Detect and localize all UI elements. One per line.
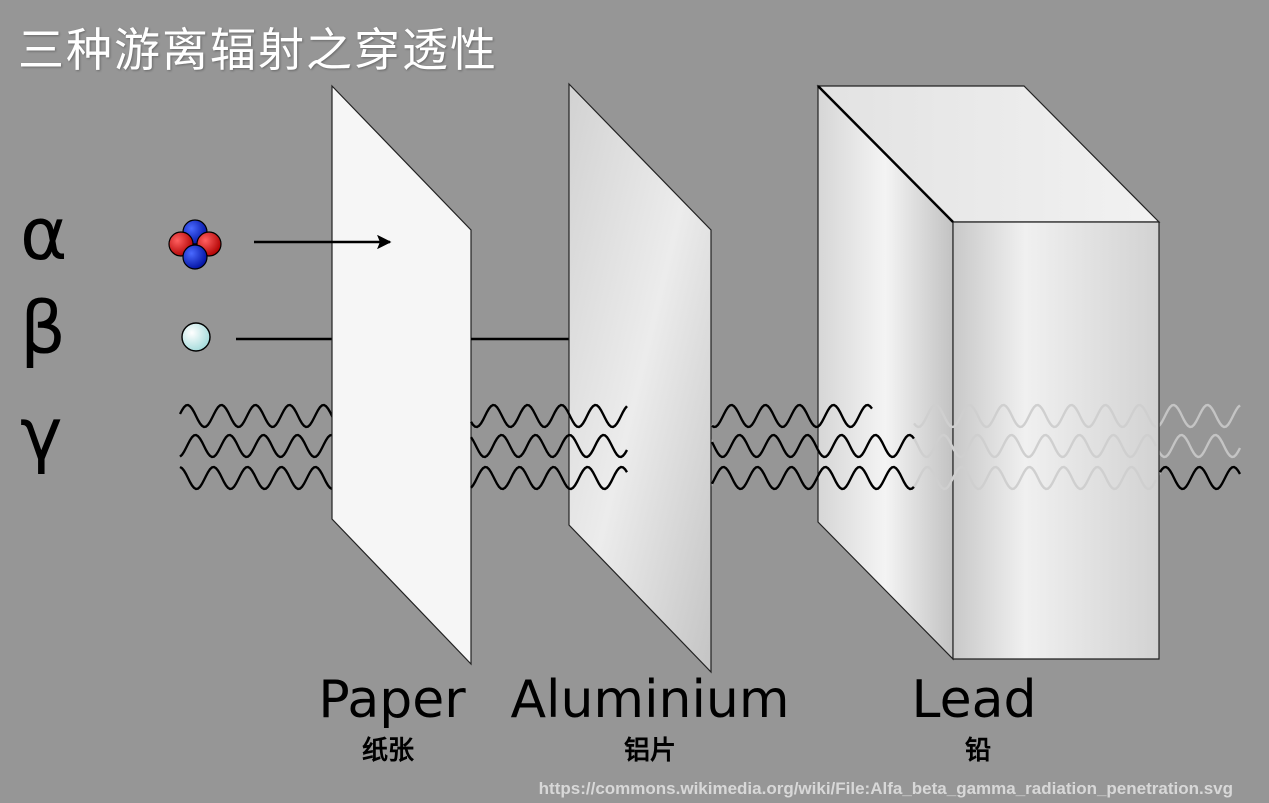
alpha-label: α: [20, 192, 68, 276]
gamma-wave-segment: [470, 465, 628, 491]
beta-particle-icon: [181, 322, 211, 352]
gamma-wave-segment: [470, 433, 629, 459]
aluminium-label-zh: 铝片: [623, 736, 677, 766]
aluminium-label: Aluminium: [510, 670, 790, 730]
alpha-particle-icon: [168, 219, 222, 270]
gamma-wave-segment: [470, 403, 628, 429]
gamma-label: γ: [20, 392, 63, 476]
beta-label: β: [20, 286, 66, 370]
gamma-waves-front-faint: [912, 403, 1158, 491]
gamma-wave-segment: [710, 465, 915, 491]
paper-sheet: [331, 84, 472, 666]
lead-label: Lead: [911, 670, 1037, 730]
aluminium-sheet: [568, 82, 712, 674]
gamma-wave-segment: [912, 433, 1158, 459]
gamma-waves-front: [470, 403, 1242, 491]
paper-label: Paper: [318, 670, 466, 730]
gamma-wave-segment: [710, 433, 915, 459]
gamma-wave-segment: [711, 403, 873, 429]
diagram-title: 三种游离辐射之穿透性: [18, 23, 498, 77]
gamma-wave-segment: [1159, 465, 1242, 491]
paper-label-zh: 纸张: [361, 736, 415, 766]
source-url: https://commons.wikimedia.org/wiki/File:…: [538, 779, 1233, 798]
gamma-wave-segment: [913, 465, 1158, 491]
lead-block: [816, 84, 1161, 661]
lead-label-zh: 铅: [964, 736, 992, 766]
gamma-wave-segment: [913, 403, 1157, 429]
